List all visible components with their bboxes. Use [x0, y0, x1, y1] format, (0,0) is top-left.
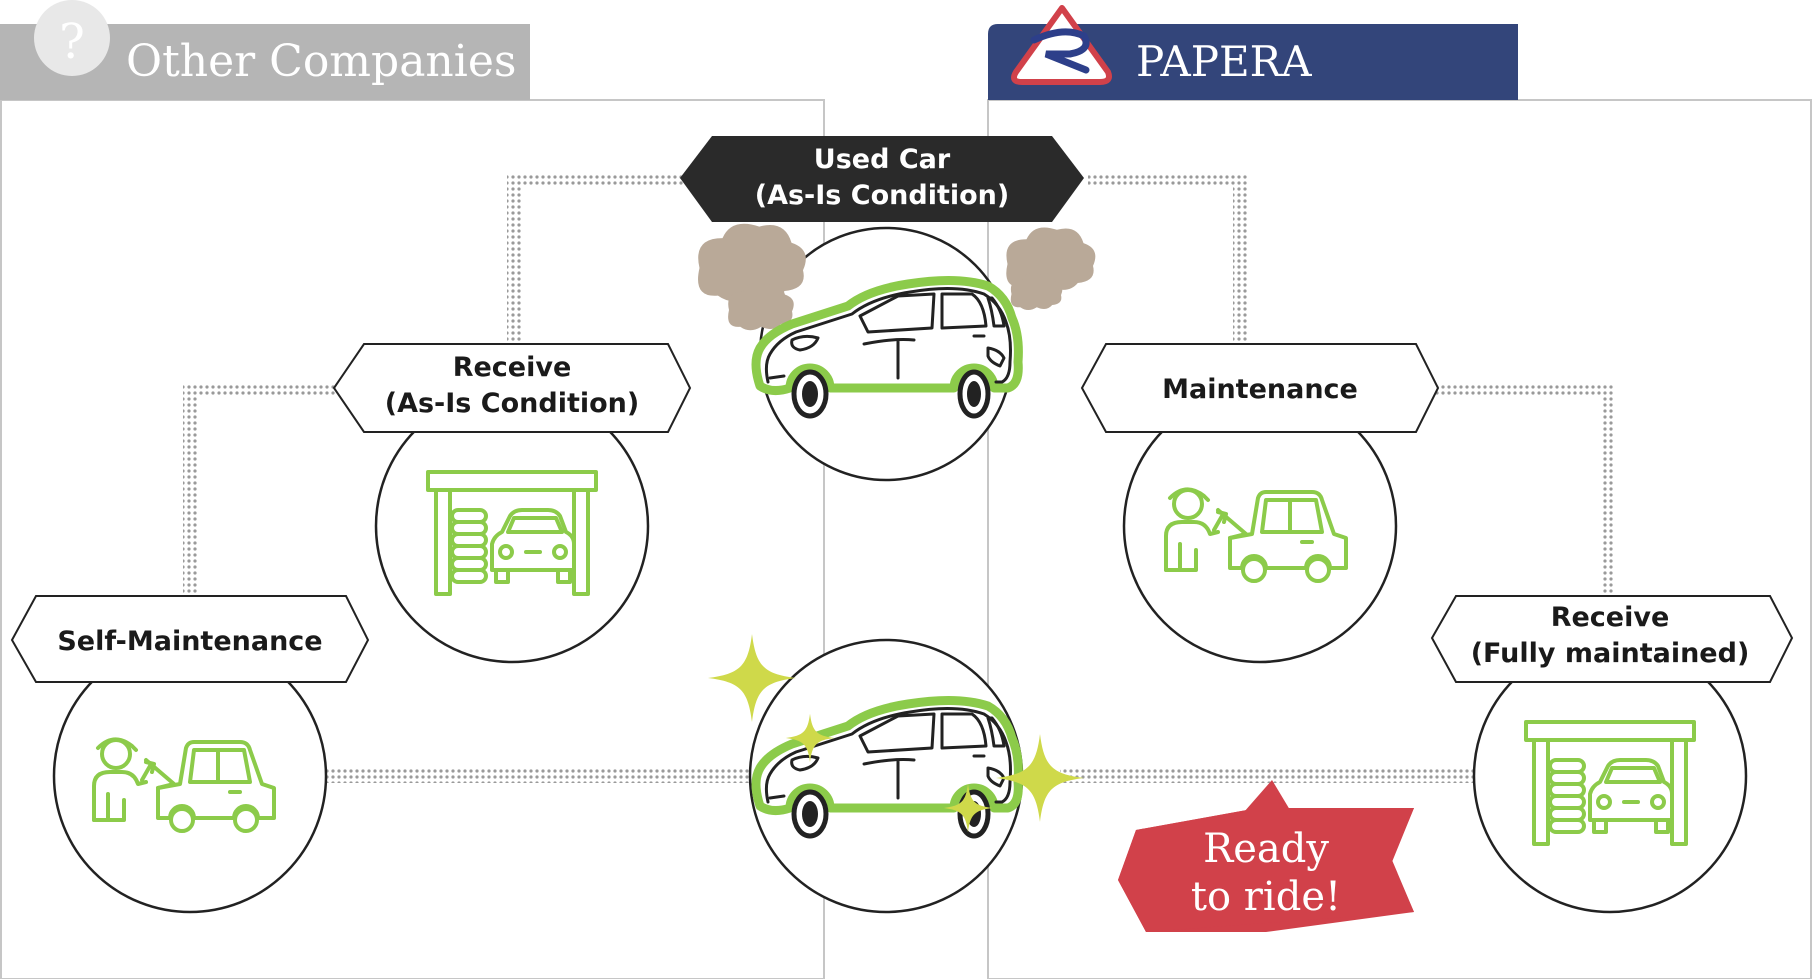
ready-to-ride-callout: Ready to ride!	[1118, 780, 1414, 932]
receive-as-is-label-line2: (As-Is Condition)	[385, 388, 639, 419]
used-car-label: Used Car (As-Is Condition)	[680, 136, 1084, 222]
other-companies-title: Other Companies	[126, 36, 516, 87]
callout-line1: Ready	[1203, 826, 1329, 872]
flow-connectors	[183, 173, 1615, 783]
callout-line2: to ride!	[1191, 874, 1341, 920]
question-icon: ?	[34, 0, 110, 76]
self-maintenance-label: Self-Maintenance	[10, 595, 370, 683]
question-mark: ?	[59, 14, 85, 70]
papera-logo-icon	[1011, 5, 1112, 85]
other-companies-tab: ? Other Companies	[0, 0, 530, 100]
receive-as-is-label: Receive (As-Is Condition)	[332, 343, 692, 433]
receive-as-is-label-line1: Receive	[453, 352, 572, 383]
maintenance-label: Maintenance	[1080, 343, 1440, 433]
receive-maintained-label: Receive (Fully maintained)	[1430, 595, 1794, 683]
used-car-label-line2: (As-Is Condition)	[755, 180, 1009, 211]
used-car-label-line1: Used Car	[814, 144, 951, 175]
receive-maintained-label-line2: (Fully maintained)	[1471, 638, 1750, 669]
maintenance-label-line1: Maintenance	[1162, 374, 1358, 405]
papera-tab: PAPERA	[988, 5, 1518, 100]
receive-maintained-label-line1: Receive	[1551, 602, 1670, 633]
self-maintenance-label-line1: Self-Maintenance	[57, 626, 322, 657]
papera-title: PAPERA	[1136, 37, 1312, 86]
